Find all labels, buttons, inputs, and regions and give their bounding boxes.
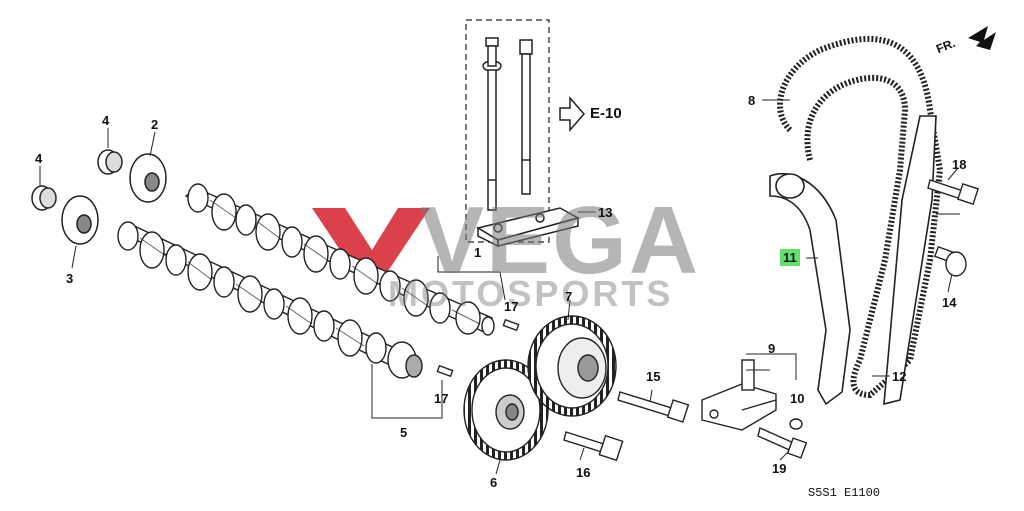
watermark-brand: VEGA [420, 187, 701, 294]
callout-9: 9 [768, 341, 776, 356]
chain-guide-plate [476, 207, 580, 248]
bolt-18 [927, 179, 979, 205]
callout-17-upper: 17 [504, 299, 519, 314]
cam-washer-4-lower [31, 185, 57, 211]
pivot-bolt-14 [933, 245, 967, 277]
reference-section-label: E-10 [590, 105, 622, 122]
callout-3: 3 [66, 271, 74, 286]
camshaft-upper [184, 183, 495, 336]
chain-guide-12 [883, 115, 937, 406]
head-bolt-left [482, 37, 502, 211]
callout-8: 8 [748, 93, 756, 108]
vtc-plate-2 [129, 153, 167, 203]
callout-19: 19 [772, 461, 787, 476]
washer-10 [789, 418, 803, 430]
bolt-15 [617, 391, 690, 423]
callout-6: 6 [490, 475, 498, 490]
front-direction-arrow-icon [968, 26, 996, 50]
callout-11-highlighted: 11 [780, 249, 800, 266]
callout-7: 7 [565, 289, 573, 304]
dowel-pin-upper [502, 318, 520, 332]
callout-4-lower: 4 [35, 151, 43, 166]
bolt-19 [757, 427, 808, 459]
callout-1: 1 [474, 245, 482, 260]
chain-tensioner-9 [701, 359, 777, 431]
callout-16: 16 [576, 465, 591, 480]
callout-17-lower: 17 [434, 391, 449, 406]
watermark-subtitle: MOTOSPORTS [388, 273, 674, 314]
vtc-plate-3 [61, 195, 99, 245]
callout-13: 13 [598, 205, 613, 220]
callout-2: 2 [151, 117, 159, 132]
cam-washer-4-upper [97, 149, 123, 175]
callout-10: 10 [790, 391, 805, 406]
leader-lines [39, 99, 960, 475]
bolt-16 [563, 431, 624, 462]
callout-5: 5 [400, 425, 408, 440]
head-bolt-right [519, 39, 533, 195]
timing-chain-8 [777, 35, 944, 399]
callout-14: 14 [942, 295, 957, 310]
tensioner-arm-11 [769, 172, 851, 406]
callout-15: 15 [646, 369, 661, 384]
callout-4-upper: 4 [102, 113, 110, 128]
callout-18: 18 [952, 157, 967, 172]
dowel-pin-lower [436, 364, 454, 378]
reference-arrow-icon [559, 96, 585, 132]
camshaft-lower [117, 221, 423, 379]
vega-logo-mark [312, 208, 430, 283]
callout-12: 12 [892, 369, 907, 384]
bolt-group-dashed-box [465, 19, 550, 243]
cam-sprocket-6 [463, 359, 549, 461]
diagram-code: S5S1 E1100 [808, 486, 881, 500]
vtc-actuator-7 [527, 315, 617, 417]
